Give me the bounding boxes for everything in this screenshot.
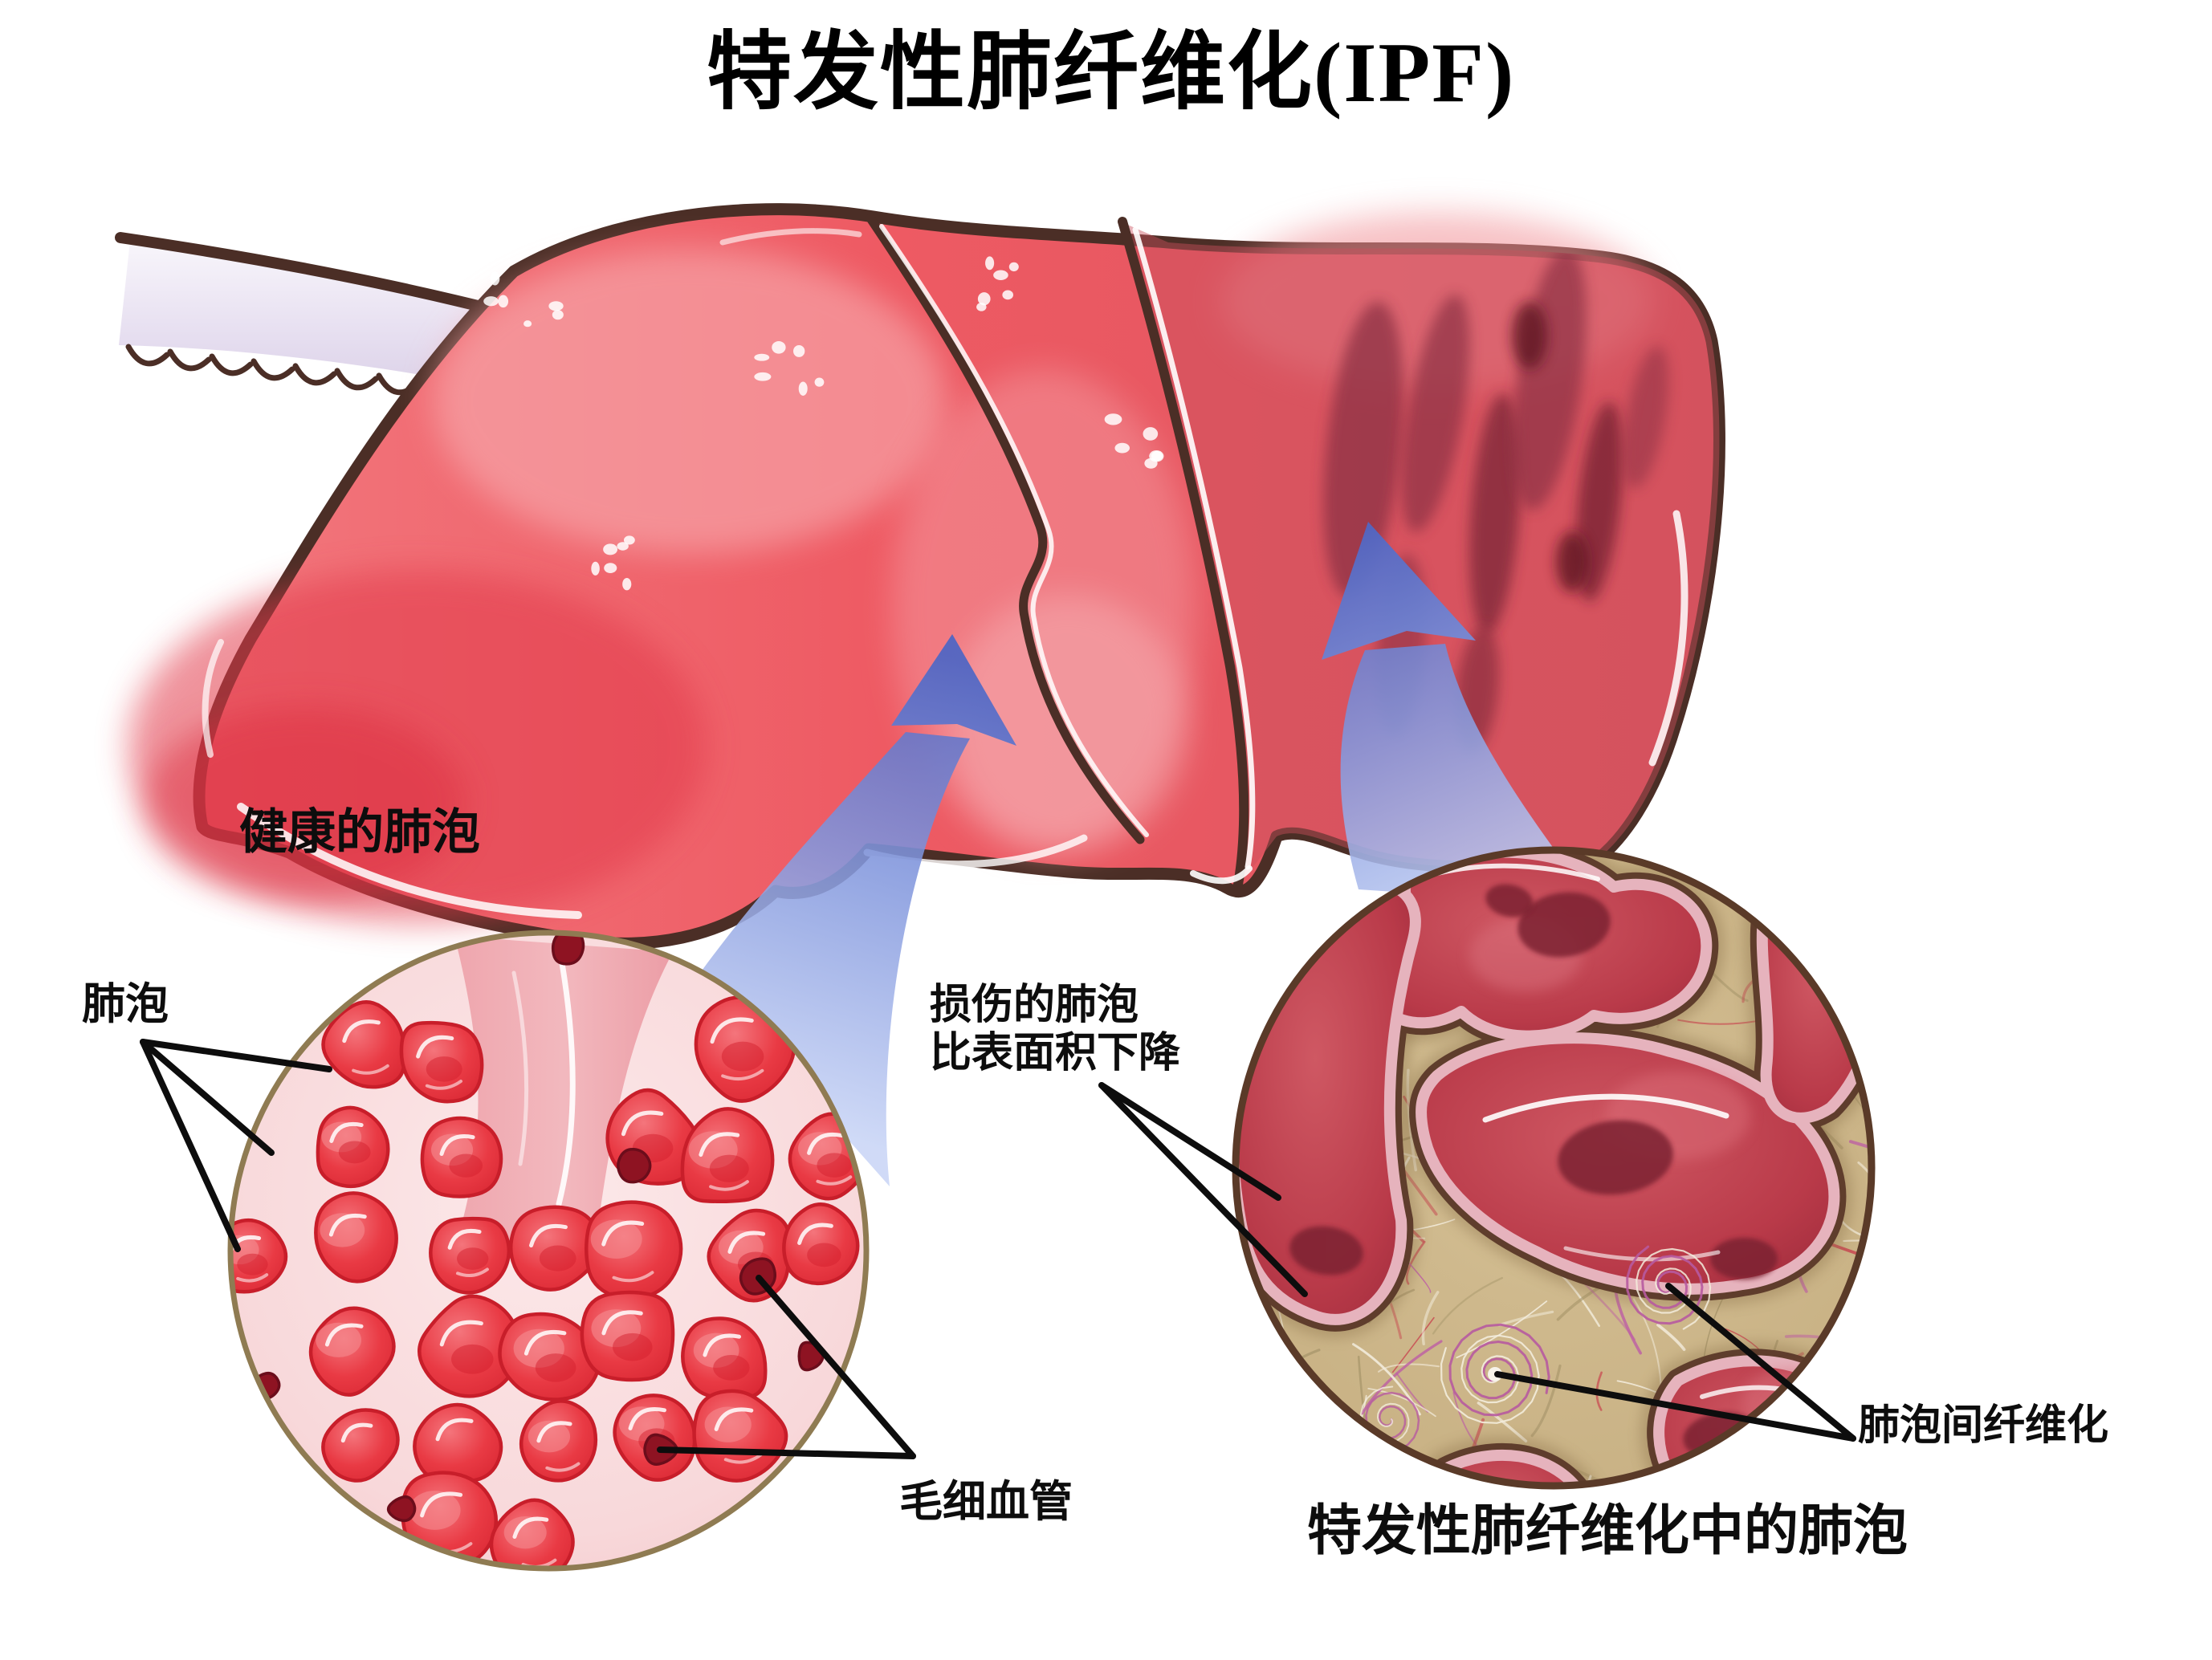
leader-alveoli-3	[140, 1039, 241, 1252]
arrow-band	[700, 732, 970, 1186]
healthy-inset-rim	[227, 930, 870, 1572]
fibrosis-swirls	[1359, 1245, 1712, 1451]
ipf-alveoli-inset	[1232, 846, 1876, 1490]
healthy-section-heading: 健康的肺泡	[239, 805, 480, 859]
arrowhead-icon	[891, 634, 1016, 746]
leader-lines	[140, 1039, 1856, 1459]
fibrosis-label: 肺泡间纤维化	[1858, 1402, 2109, 1449]
lung-fissure-2	[1118, 217, 1249, 889]
leader-capillary-1	[756, 1275, 916, 1459]
healthy-alveoli-inset	[227, 930, 870, 1572]
fibrotic-alveoli-group	[1236, 850, 1872, 1486]
lung-surface-speckles	[483, 256, 1164, 591]
leader-damaged-1	[1098, 1082, 1281, 1201]
page-title: 特发性肺纤维化(IPF)	[707, 26, 1516, 120]
leader-capillary-2	[657, 1446, 916, 1459]
leader-alveoli-1	[140, 1039, 332, 1072]
healthy-alveoli-group	[230, 995, 866, 1568]
blue-arrow-left	[700, 634, 1016, 1186]
arrow-band	[1340, 644, 1596, 905]
leader-damaged-2	[1098, 1082, 1308, 1297]
capillary-label: 毛细血管	[899, 1478, 1073, 1526]
lung-illustration	[128, 203, 1725, 950]
arrowhead-icon	[1322, 522, 1476, 660]
leader-fibrosis-2	[1494, 1371, 1856, 1442]
bronchiole-duct	[454, 936, 673, 1249]
ipf-section-caption: 特发性肺纤维化中的肺泡	[1307, 1500, 1909, 1561]
leader-alveoli-2	[140, 1039, 275, 1156]
blue-arrow-right	[1322, 522, 1596, 905]
damaged-alveoli-label: 损伤的肺泡 比表面积下降	[930, 981, 1180, 1078]
alveoli-label: 肺泡	[82, 980, 169, 1028]
lung-fissure-1	[866, 214, 1145, 844]
leader-fibrosis-1	[1665, 1283, 1856, 1442]
damaged-alveoli-label-line1: 损伤的肺泡	[930, 982, 1139, 1028]
damaged-alveoli-label-line2: 比表面积下降	[930, 1030, 1181, 1077]
